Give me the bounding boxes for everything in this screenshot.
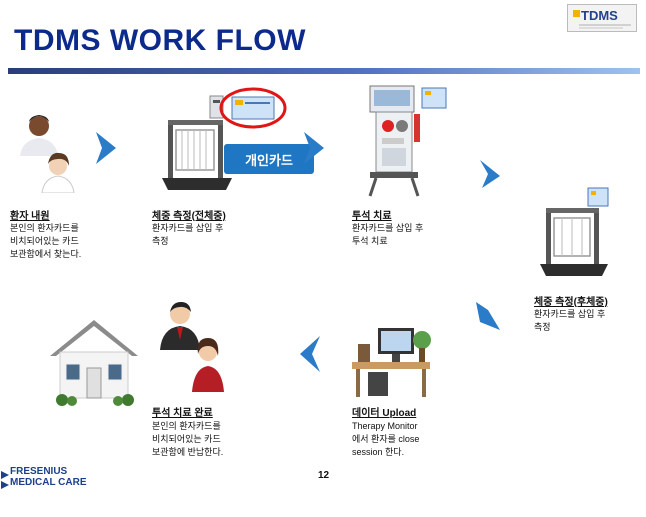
brand-line2: MEDICAL CARE xyxy=(10,477,87,488)
brand-line1: FRESENIUS xyxy=(10,466,68,477)
step-description: 환자카드를 삽입 후 투석 치료 xyxy=(352,223,424,246)
step-description: 본인의 환자카드를 비치되어있는 카드 보관함에서 찾는다. xyxy=(10,223,82,259)
chevron-down-left-icon xyxy=(476,302,500,330)
step-description: 환자카드를 삽입 후 측정 xyxy=(152,223,224,246)
step-title: 투석 치료 완료 xyxy=(152,408,213,419)
brand-logo-text: FRESENIUS MEDICAL CARE xyxy=(10,466,86,488)
step-title: 투석 치료 xyxy=(352,211,392,222)
business-people-icon xyxy=(160,302,224,392)
step-description: Therapy Monitor 에서 환자를 close session 한다. xyxy=(352,421,420,457)
chevron-down-icon xyxy=(480,160,500,188)
step-title: 환자 내원 xyxy=(10,211,50,222)
title-divider xyxy=(8,68,640,74)
logo-text: TDMS xyxy=(581,8,618,23)
step-description: 환자카드를 삽입 후 측정 xyxy=(534,309,606,332)
chevron-right-icon xyxy=(304,132,324,164)
page-title: TDMS WORK FLOW xyxy=(14,24,306,57)
patient-card-icon xyxy=(219,87,287,129)
chevron-right-icon xyxy=(96,132,116,164)
chevron-left-icon xyxy=(300,336,320,372)
tdms-logo: TDMS xyxy=(567,4,637,32)
page-number: 12 xyxy=(318,470,330,481)
weighing-scale-icon xyxy=(162,120,232,190)
patient-people-icon xyxy=(20,115,75,193)
personal-card-callout: 개인카드 xyxy=(224,144,314,174)
step-description: 본인의 환자카드를 비치되어있는 카드 보관함에 반납한다. xyxy=(152,421,224,457)
weighing-scale-icon xyxy=(540,187,609,276)
step-title: 데이터 Upload xyxy=(352,408,417,419)
step-title: 체중 측정(전체중) xyxy=(152,211,226,222)
step-title: 체중 측정(후체중) xyxy=(534,297,608,308)
dialysis-machine-icon xyxy=(368,85,447,197)
computer-desk-icon xyxy=(352,328,431,397)
card-reader-icon xyxy=(209,95,224,119)
fresenius-logo-icon xyxy=(1,471,9,489)
house-icon xyxy=(50,320,138,406)
